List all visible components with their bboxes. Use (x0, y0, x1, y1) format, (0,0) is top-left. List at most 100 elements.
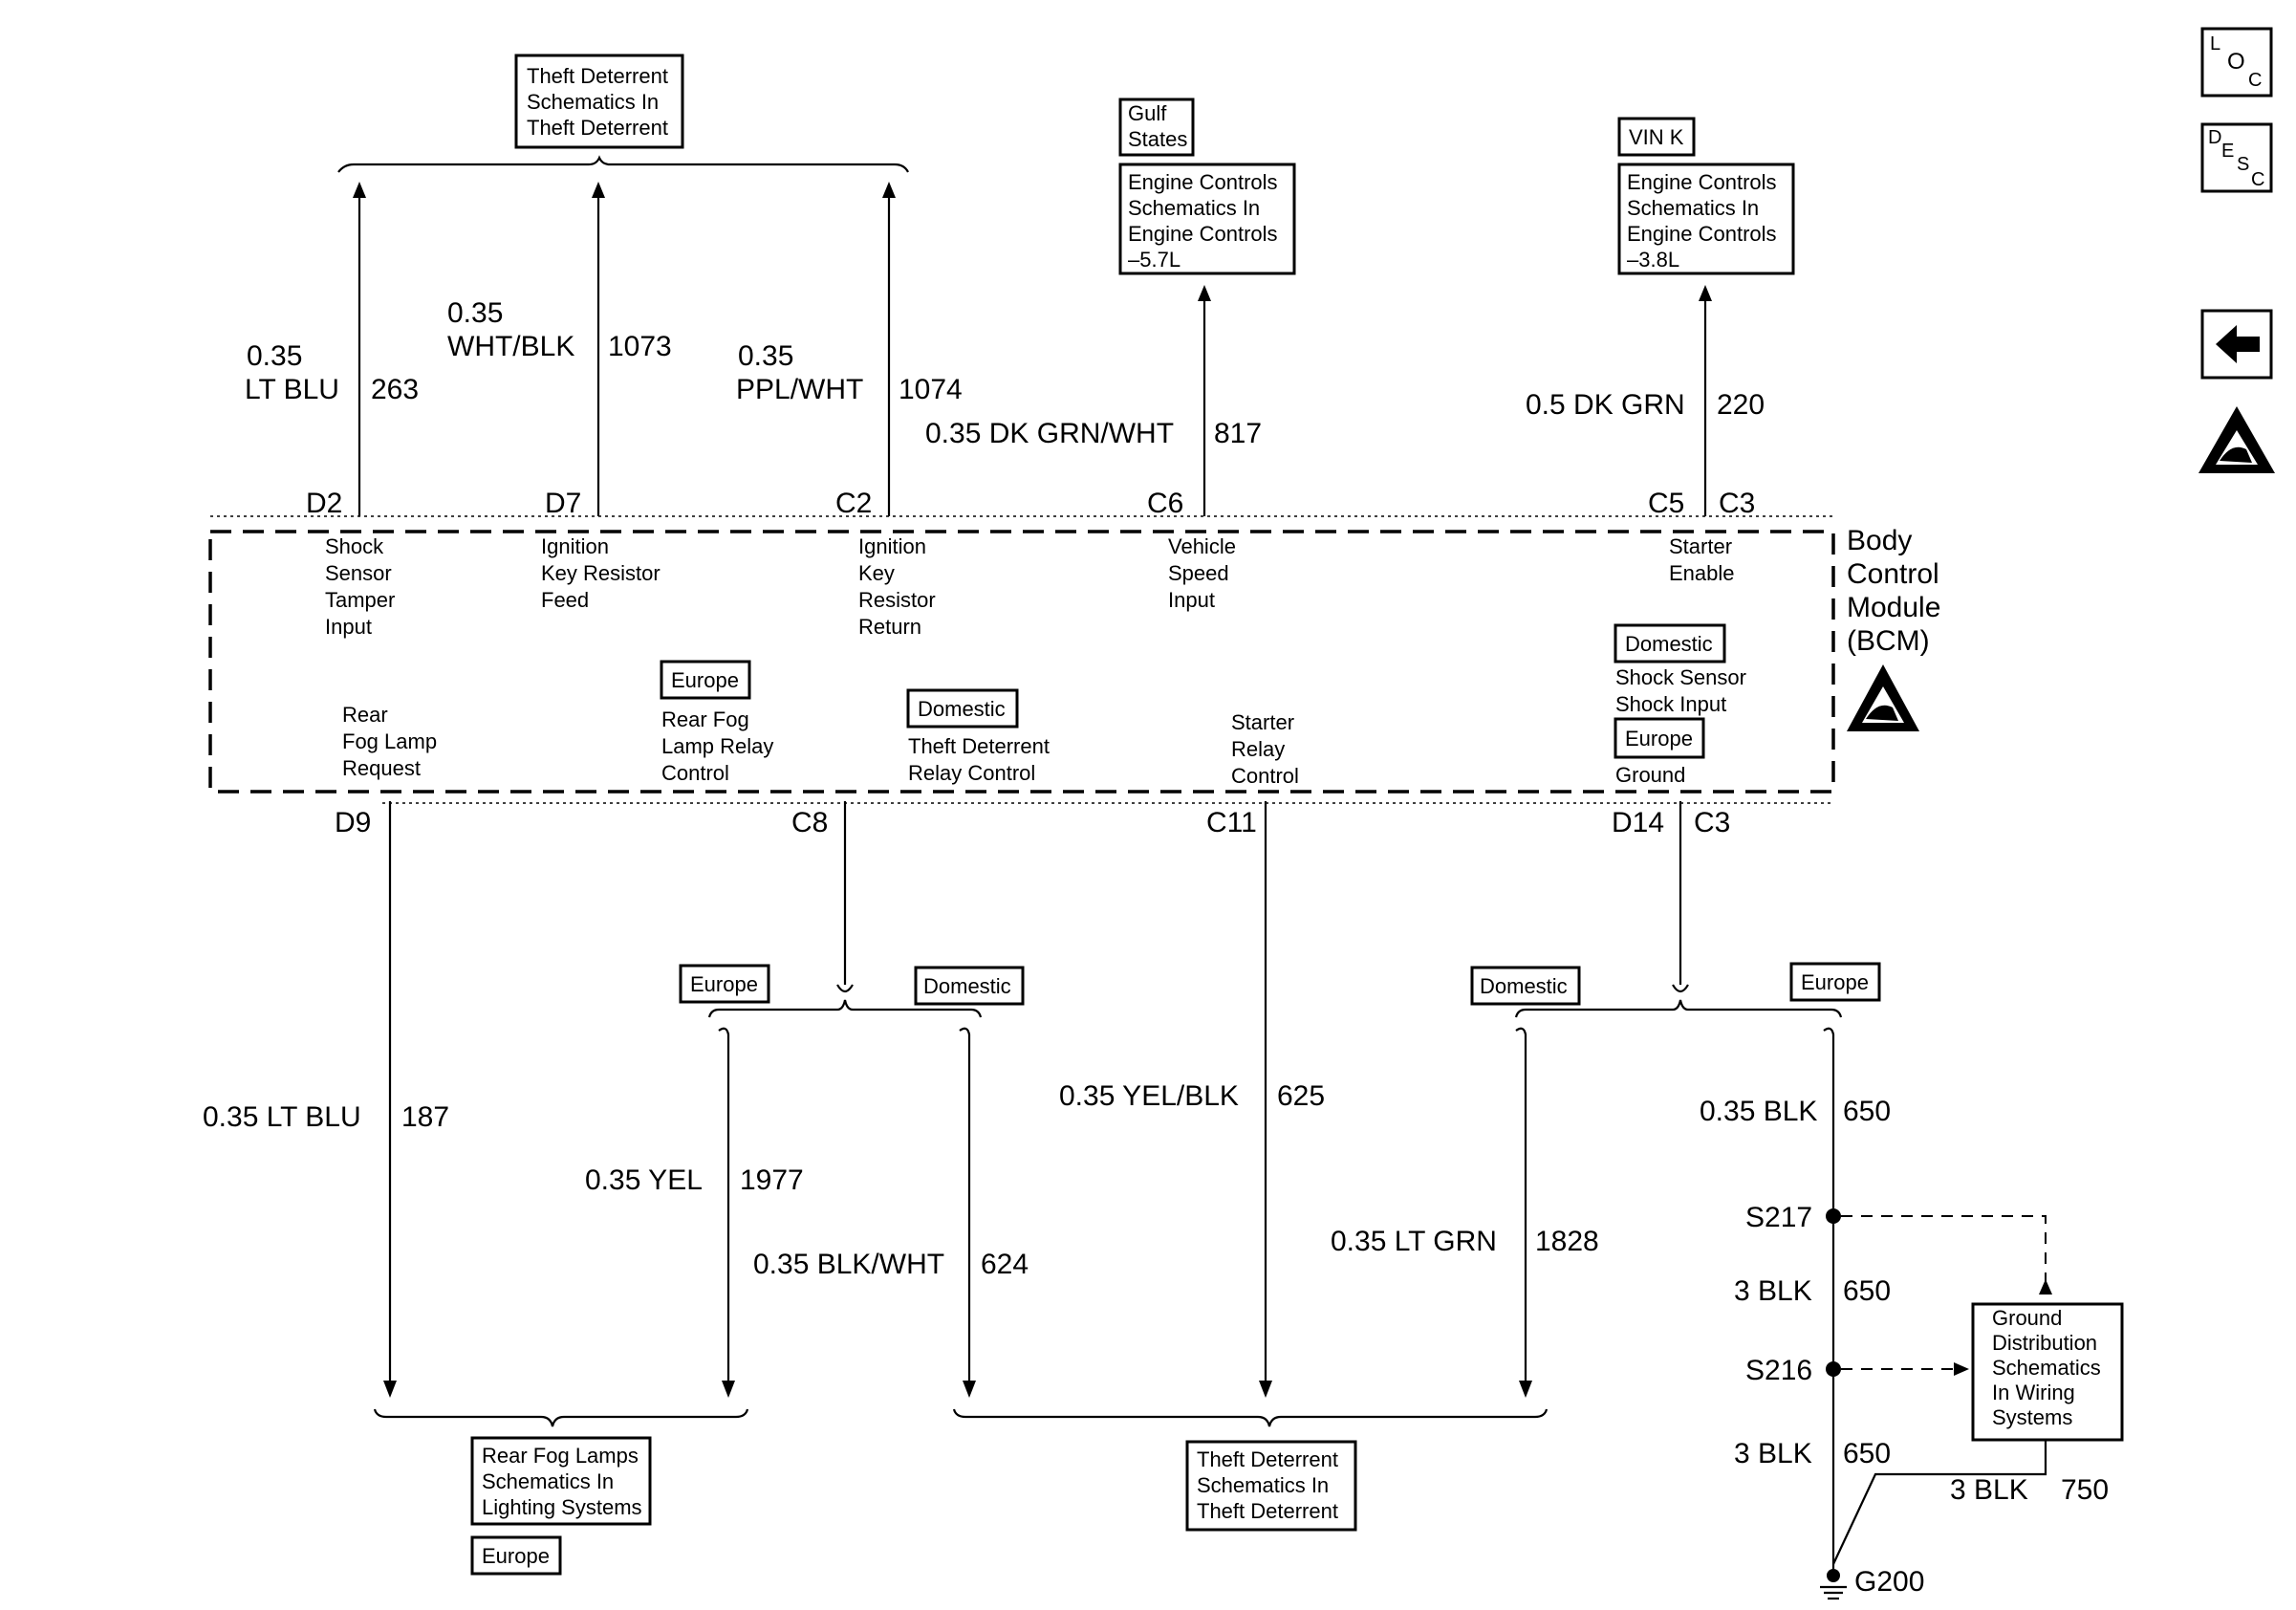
svg-text:0.35: 0.35 (247, 340, 302, 372)
svg-text:Lighting Systems: Lighting Systems (482, 1495, 642, 1519)
svg-text:Domestic: Domestic (918, 697, 1006, 721)
c8-split: Europe Domestic (679, 801, 1025, 1018)
svg-text:Theft Deterrent: Theft Deterrent (1197, 1499, 1338, 1523)
bcm-output-theft-relay: Theft Deterrent Relay Control (908, 734, 1050, 785)
bcm-domestic-tag-shock: Domestic (1614, 623, 1726, 664)
pin-c3: C3 (1694, 807, 1730, 838)
svg-text:Input: Input (325, 615, 372, 639)
svg-text:Fog Lamp: Fog Lamp (342, 729, 437, 753)
back-arrow-icon[interactable] (2200, 309, 2273, 380)
svg-text:Tamper: Tamper (325, 588, 395, 612)
svg-text:Starter: Starter (1231, 710, 1294, 734)
svg-text:–5.7L: –5.7L (1128, 248, 1180, 272)
svg-text:263: 263 (371, 374, 419, 405)
top-wire-1074: 0.35 PPL/WHT 1074 C2 (736, 182, 963, 519)
splice-s217 (1826, 1208, 1841, 1224)
svg-text:Theft Deterrent: Theft Deterrent (1197, 1447, 1338, 1471)
top-wire-220: 0.5 DK GRN 220 C5 C3 (1526, 285, 1765, 519)
top-wire-1073: 0.35 WHT/BLK 1073 D7 (447, 182, 672, 519)
bcm-input-vss: Vehicle Speed Input (1168, 534, 1236, 612)
wire-650-top: 0.35 BLK 650 (1700, 1027, 1891, 1216)
svg-text:–3.8L: –3.8L (1627, 248, 1679, 272)
desc-icon[interactable]: D E S C (2200, 122, 2273, 193)
svg-text:PPL/WHT: PPL/WHT (736, 374, 863, 405)
bcm-domestic-tag-theft: Domestic (906, 688, 1019, 729)
svg-text:Speed: Speed (1168, 561, 1229, 585)
svg-text:LT BLU: LT BLU (245, 374, 339, 405)
svg-text:Vehicle: Vehicle (1168, 534, 1236, 558)
gulf-states-tag: Gulf States (1118, 98, 1195, 157)
svg-text:C: C (2248, 70, 2262, 91)
svg-text:0.35 BLK/WHT: 0.35 BLK/WHT (753, 1249, 944, 1280)
bcm-europe-tag-fog: Europe (660, 660, 751, 700)
svg-text:Relay: Relay (1231, 737, 1285, 761)
svg-text:WHT/BLK: WHT/BLK (447, 331, 574, 362)
svg-text:Gulf: Gulf (1128, 101, 1167, 125)
svg-text:Request: Request (342, 756, 421, 780)
svg-text:1977: 1977 (740, 1164, 804, 1196)
svg-text:220: 220 (1717, 389, 1765, 421)
bcm-europe-tag-ground: Europe (1614, 717, 1705, 759)
svg-text:Input: Input (1168, 588, 1215, 612)
svg-text:0.35 YEL/BLK: 0.35 YEL/BLK (1059, 1080, 1239, 1112)
pin-d9: D9 (335, 807, 371, 838)
svg-text:187: 187 (401, 1101, 449, 1133)
svg-text:VIN K: VIN K (1629, 125, 1684, 149)
svg-text:Engine Controls: Engine Controls (1128, 170, 1278, 194)
svg-text:Control: Control (1231, 764, 1299, 788)
svg-text:Feed: Feed (541, 588, 589, 612)
svg-text:E: E (2221, 141, 2234, 162)
svg-text:624: 624 (981, 1249, 1029, 1280)
svg-text:650: 650 (1843, 1275, 1891, 1307)
loc-icon[interactable]: L O C (2200, 27, 2273, 98)
top-wire-263: 0.35 LT BLU 263 D2 (245, 182, 419, 519)
wire-187: 0.35 LT BLU 187 (203, 801, 449, 1398)
bcm-input-shock-tamper: Shock Sensor Tamper Input (325, 534, 395, 639)
pin-c8: C8 (791, 807, 828, 838)
rear-fog-europe-tag: Europe (470, 1535, 562, 1576)
svg-text:S: S (2237, 154, 2249, 175)
vin-k-tag: VIN K (1617, 117, 1696, 157)
svg-text:(BCM): (BCM) (1847, 625, 1930, 657)
bcm-output-rear-fog-request: Rear Fog Lamp Request (342, 703, 437, 780)
svg-text:0.35 BLK: 0.35 BLK (1700, 1096, 1817, 1127)
bottom-brace-right (952, 1408, 1549, 1427)
svg-text:Schematics In: Schematics In (527, 90, 659, 114)
svg-text:L: L (2210, 33, 2220, 54)
svg-text:Europe: Europe (1625, 727, 1693, 751)
svg-text:D7: D7 (545, 488, 581, 519)
svg-text:Enable: Enable (1669, 561, 1735, 585)
bcm-output-shock-input: Shock Sensor Shock Input (1615, 665, 1746, 716)
bcm-input-key-feed: Ignition Key Resistor Feed (541, 534, 661, 612)
bottom-brace-left (373, 1408, 749, 1427)
engine-5-7-box: Engine Controls Schematics In Engine Con… (1118, 163, 1296, 275)
bcm-input-key-return: Ignition Key Resistor Return (858, 534, 936, 639)
wire-625: 0.35 YEL/BLK 625 (1059, 801, 1325, 1398)
svg-text:0.5 DK GRN: 0.5 DK GRN (1526, 389, 1685, 421)
wire-1828: 0.35 LT GRN 1828 (1331, 1027, 1599, 1398)
svg-text:Body: Body (1847, 525, 1912, 556)
svg-text:Lamp Relay: Lamp Relay (661, 734, 773, 758)
svg-text:Schematics In: Schematics In (1197, 1473, 1329, 1497)
svg-text:Resistor: Resistor (858, 588, 936, 612)
svg-text:0.35: 0.35 (738, 340, 793, 372)
svg-text:Europe: Europe (690, 972, 758, 996)
svg-text:0.35: 0.35 (447, 297, 503, 329)
svg-text:Europe: Europe (482, 1544, 550, 1568)
svg-text:In Wiring: In Wiring (1992, 1381, 2075, 1404)
bcm-output-rear-fog-relay: Rear Fog Lamp Relay Control (661, 707, 773, 785)
svg-text:1074: 1074 (899, 374, 963, 405)
svg-text:States: States (1128, 127, 1187, 151)
svg-text:D: D (2208, 127, 2221, 148)
svg-text:Module: Module (1847, 592, 1940, 623)
svg-text:650: 650 (1843, 1096, 1891, 1127)
svg-text:Rear Fog Lamps: Rear Fog Lamps (482, 1444, 639, 1468)
svg-text:Shock Sensor: Shock Sensor (1615, 665, 1746, 689)
svg-text:Sensor: Sensor (325, 561, 392, 585)
svg-text:Rear: Rear (342, 703, 388, 727)
svg-text:Engine Controls: Engine Controls (1128, 222, 1278, 246)
svg-text:Ground: Ground (1992, 1306, 2062, 1330)
svg-text:S217: S217 (1745, 1202, 1812, 1233)
svg-text:Rear Fog: Rear Fog (661, 707, 749, 731)
svg-text:S216: S216 (1745, 1355, 1812, 1386)
